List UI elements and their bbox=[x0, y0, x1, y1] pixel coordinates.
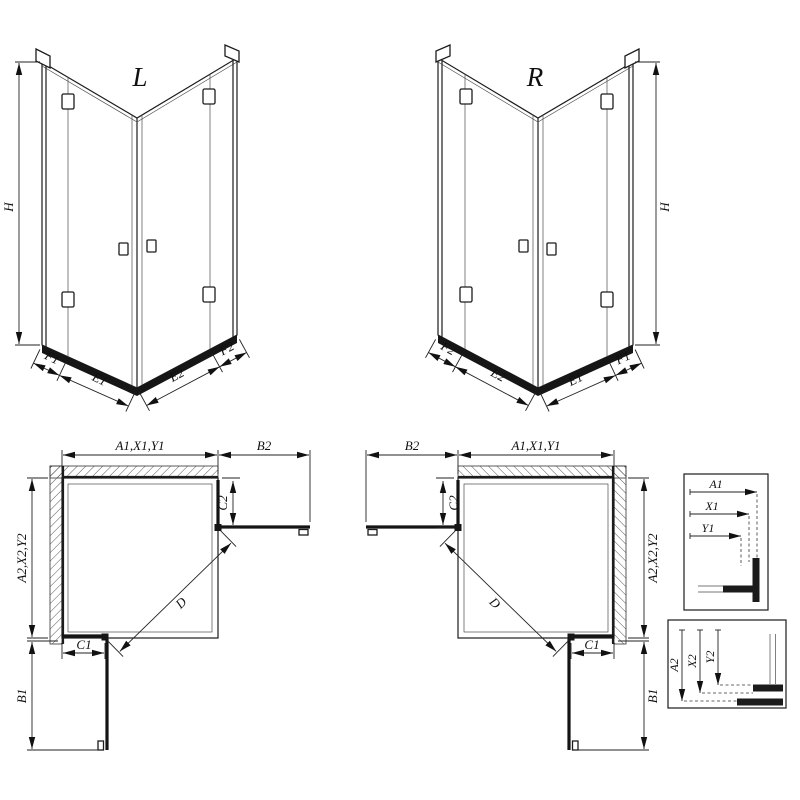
detail-bottom-profile: A2 X2 Y2 bbox=[667, 619, 787, 709]
dim-label-f1-right: F1 bbox=[612, 348, 632, 368]
view-label-left: L bbox=[131, 62, 147, 92]
dim-label-h-right: H bbox=[657, 202, 672, 213]
plan-right-dim-b1: B1 bbox=[645, 689, 660, 703]
plan-left-dim-b2: B2 bbox=[257, 438, 272, 453]
dim-label-e2-right: E2 bbox=[488, 364, 509, 385]
plan-geometry-left bbox=[27, 450, 310, 750]
plan-left-dim-c1: C1 bbox=[76, 637, 91, 652]
dim-label-f2-left: F2 bbox=[216, 338, 237, 359]
plan-left-dim-b1: B1 bbox=[14, 689, 29, 703]
elevation-view-right: R H F1 E1 E2 F2 bbox=[426, 45, 672, 412]
detail-top-label-y1: Y1 bbox=[702, 521, 715, 535]
dim-label-f1-left: F1 bbox=[42, 347, 62, 367]
dim-label-f2-right: F2 bbox=[438, 338, 459, 359]
plan-left-dim-a1x1y1: A1,X1,Y1 bbox=[114, 438, 164, 453]
detail-top-label-x1: X1 bbox=[704, 499, 718, 513]
plan-view-left: A1,X1,Y1 B2 C2 A2,X2,Y2 C1 B1 D bbox=[14, 438, 310, 750]
plan-left-dim-a2x2y2: A2,X2,Y2 bbox=[14, 533, 29, 584]
dim-label-e1-right: E1 bbox=[565, 369, 585, 389]
elevation-view-left: L H F1 E1 E2 F2 bbox=[1, 45, 250, 412]
plan-right-dim-c1: C1 bbox=[584, 637, 599, 652]
dim-label-h-left: H bbox=[1, 202, 16, 213]
detail-bottom-label-y2: Y2 bbox=[703, 651, 717, 664]
detail-bottom-label-a2: A2 bbox=[667, 658, 681, 672]
plan-right-dim-a1x1y1: A1,X1,Y1 bbox=[510, 438, 560, 453]
plan-view-right: A1,X1,Y1 B2 C2 A2,X2,Y2 C1 B1 D bbox=[366, 438, 660, 750]
dim-label-e1-left: E1 bbox=[89, 369, 109, 389]
plan-left-dim-c2: C2 bbox=[215, 495, 230, 511]
view-label-right: R bbox=[526, 62, 544, 92]
detail-top-profile: A1 X1 Y1 bbox=[683, 473, 769, 611]
plan-right-dim-b2: B2 bbox=[405, 438, 420, 453]
plan-left-dim-d: D bbox=[172, 594, 190, 612]
dim-label-e2-left: E2 bbox=[166, 364, 187, 385]
plan-geometry-right bbox=[366, 450, 649, 750]
plan-right-dim-c2: C2 bbox=[446, 495, 461, 511]
plan-right-dim-d: D bbox=[486, 593, 504, 611]
detail-bottom-label-x2: X2 bbox=[685, 654, 699, 668]
detail-top-label-a1: A1 bbox=[708, 477, 722, 491]
plan-right-dim-a2x2y2: A2,X2,Y2 bbox=[645, 533, 660, 584]
